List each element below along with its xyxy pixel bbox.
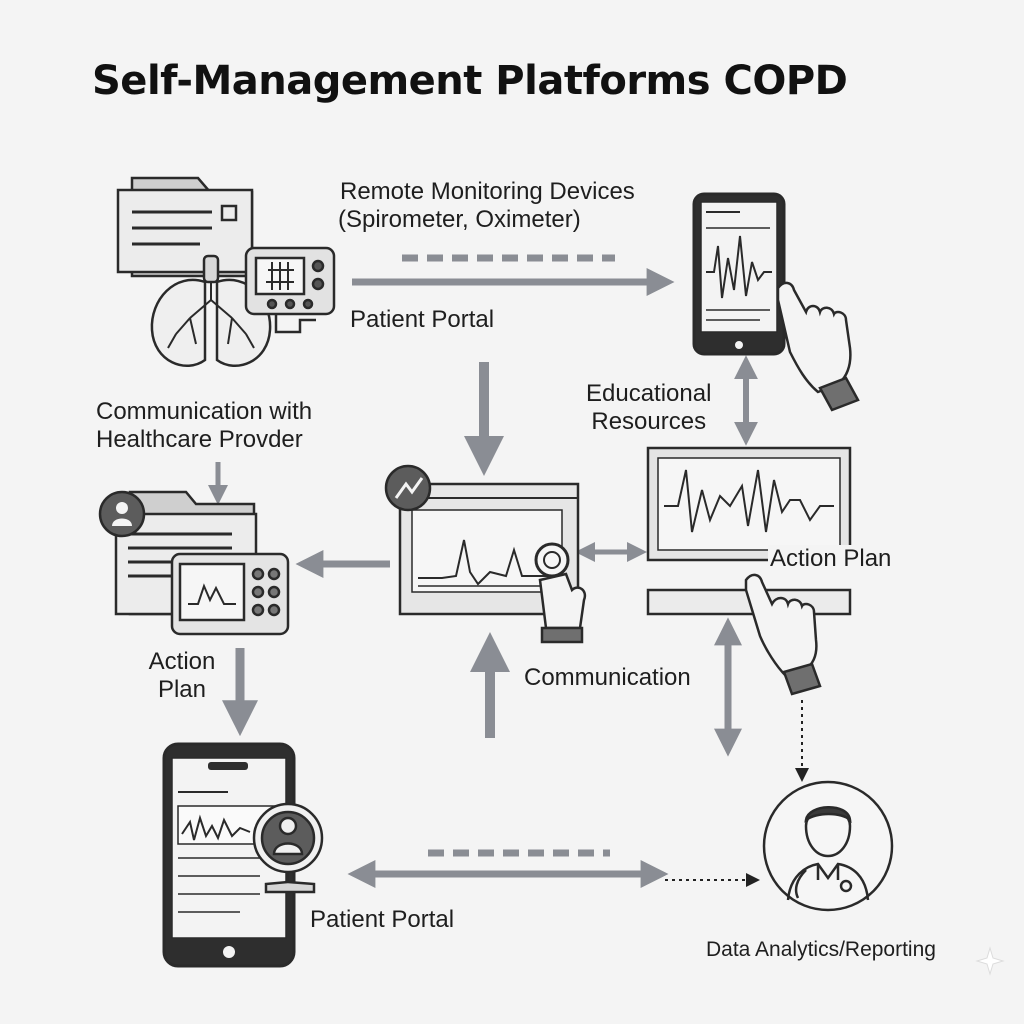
label-educational-resources: Educational Resources xyxy=(586,380,711,436)
sparkle-icon xyxy=(977,948,1003,974)
label-action-plan-left: Action Plan xyxy=(140,648,224,704)
label-remote-monitoring-devices: Remote Monitoring Devices (Spirometer, O… xyxy=(338,178,635,234)
label-patient-portal-top: Patient Portal xyxy=(350,306,494,334)
label-data-analytics-reporting: Data Analytics/Reporting xyxy=(706,938,936,962)
vitals-monitor-icon xyxy=(172,554,288,634)
pointing-hand-icon xyxy=(778,283,858,410)
page-title: Self-Management Platforms COPD xyxy=(92,58,847,104)
document-folder-icon xyxy=(118,178,252,276)
label-communication-with-provider: Communication with Healthcare Provder xyxy=(96,398,312,454)
trend-badge-icon xyxy=(386,466,430,510)
label-patient-portal-bottom: Patient Portal xyxy=(310,906,454,934)
doctor-avatar-icon xyxy=(764,782,892,910)
label-action-plan-right: Action Plan xyxy=(768,545,893,573)
label-communication: Communication xyxy=(524,664,691,692)
tablet-ecg-icon xyxy=(694,194,784,354)
